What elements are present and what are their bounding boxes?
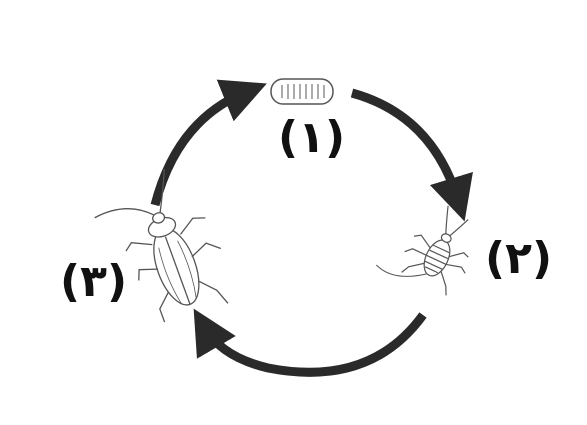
arrow-2-to-3: [193, 308, 427, 377]
arrow-3-to-1: [150, 79, 267, 207]
stage-1-label: (١): [278, 112, 346, 163]
stage-3-label: (٣): [60, 256, 128, 307]
egg-case-icon: [270, 78, 334, 105]
stage-2-label: (٢): [485, 233, 553, 284]
arrow-1-to-2: [350, 88, 473, 222]
nymph-icon: [375, 205, 469, 296]
adult-cockroach-icon: [94, 168, 229, 323]
